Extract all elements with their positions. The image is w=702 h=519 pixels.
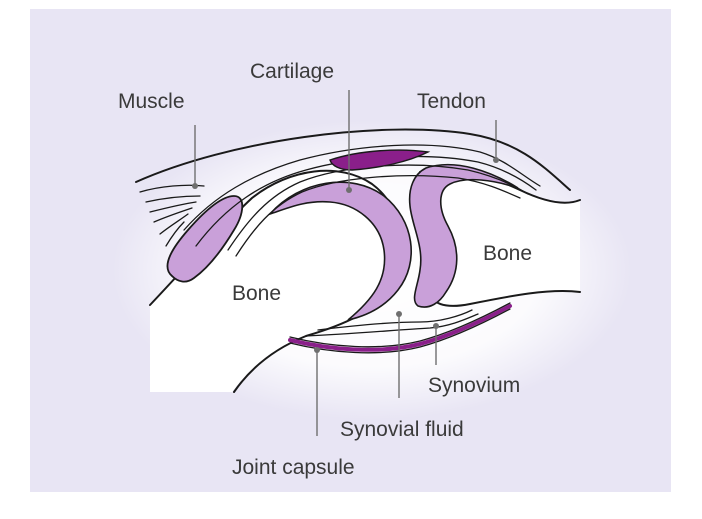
label-muscle: Muscle <box>118 90 185 113</box>
cartilage-leader-dot <box>346 187 352 193</box>
joint-capsule-leader-dot <box>314 347 320 353</box>
synovial-fluid-leader-dot <box>396 311 402 317</box>
label-cartilage: Cartilage <box>250 60 334 83</box>
label-bone-left: Bone <box>232 282 281 305</box>
tendon-leader-dot <box>493 157 499 163</box>
synovium-leader-dot <box>433 323 439 329</box>
label-synovium: Synovium <box>428 374 520 397</box>
muscle-leader-dot <box>192 183 198 189</box>
label-synovial-fluid: Synovial fluid <box>340 418 464 441</box>
label-joint-capsule: Joint capsule <box>232 456 355 479</box>
label-tendon: Tendon <box>417 90 486 113</box>
label-bone-right: Bone <box>483 242 532 265</box>
